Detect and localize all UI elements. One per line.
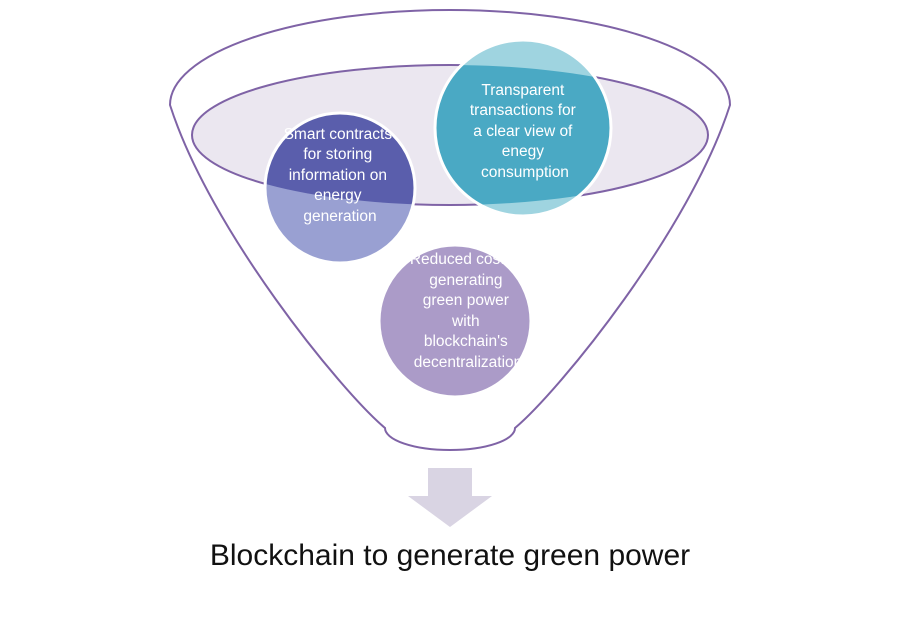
bubble-reduced-cost: Reduced cost of generating green power w… xyxy=(377,243,533,399)
down-arrow-icon xyxy=(408,468,492,527)
bubble-reduced-cost-text: Reduced cost of generating green power w… xyxy=(410,251,526,371)
bubble-smart-contracts-text: Smart contracts for storing information … xyxy=(284,126,397,225)
bubble-transparent-transactions: Transparent transactions for a clear vie… xyxy=(433,38,613,218)
bubble-smart-contracts: Smart contracts for storing information … xyxy=(263,111,417,265)
bubble-transparent-transactions-text: Transparent transactions for a clear vie… xyxy=(470,82,580,181)
result-label: Blockchain to generate green power xyxy=(209,539,691,572)
